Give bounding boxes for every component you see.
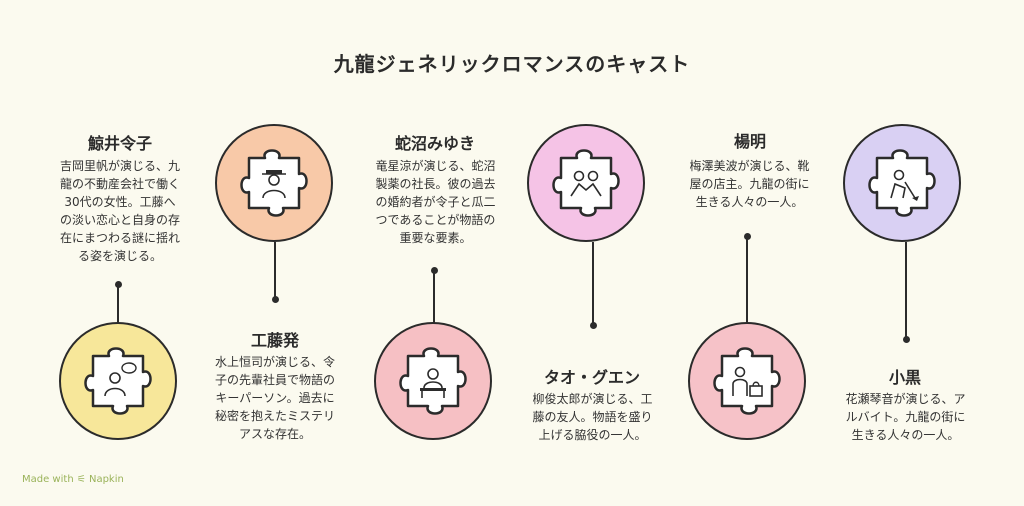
two-people-icon [552,149,620,217]
page-title: 九龍ジェネリックロマンスのキャスト [333,52,691,76]
shopkeeper-icon [713,347,781,415]
cast-avatar-4 [527,124,645,242]
cast-desc-6: 花瀬琴音が演じる、アルバイト。九龍の街に生きる人々の一人。 [845,392,966,442]
cast-avatar-2 [215,124,333,242]
connector-line-3 [433,270,435,324]
cast-name-3: 蛇沼みゆき [394,134,475,153]
connector-line-5 [746,236,748,324]
cast-name-4: タオ・グエン [543,368,640,387]
man-with-hat-icon [240,149,308,217]
person-speech-icon [84,347,152,415]
cast-name-6: 小黒 [888,368,921,387]
person-at-desk-icon [399,347,467,415]
cast-avatar-1 [59,322,177,440]
cast-name-5: 楊明 [733,132,766,151]
connector-line-1 [117,284,119,324]
cast-desc-5: 梅澤美波が演じる、靴屋の店主。九龍の街に生きる人々の一人。 [689,159,810,209]
cast-avatar-3 [374,322,492,440]
cast-avatar-6 [843,124,961,242]
connector-line-6 [905,242,907,338]
cast-name-1: 鯨井令子 [87,134,152,153]
connector-line-2 [274,242,276,298]
connector-dot-6 [903,336,910,343]
worker-icon [868,149,936,217]
cast-desc-4: 柳俊太郎が演じる、工藤の友人。物語を盛り上げる脇役の一人。 [532,392,653,442]
made-with-napkin-footer: Made with ⚟ Napkin [22,474,124,485]
connector-dot-4 [590,322,597,329]
cast-avatar-5 [688,322,806,440]
connector-dot-2 [272,296,279,303]
cast-desc-3: 竜星涼が演じる、蛇沼製薬の社長。彼の過去の婚約者が令子と瓜二 つであることが物語… [375,159,496,245]
connector-line-4 [592,242,594,324]
cast-name-2: 工藤発 [250,331,299,350]
cast-desc-2: 水上恒司が演じる、令子の先輩社員で物語のキーパーソン。過去に 秘密を抱えたミステ… [214,355,335,441]
